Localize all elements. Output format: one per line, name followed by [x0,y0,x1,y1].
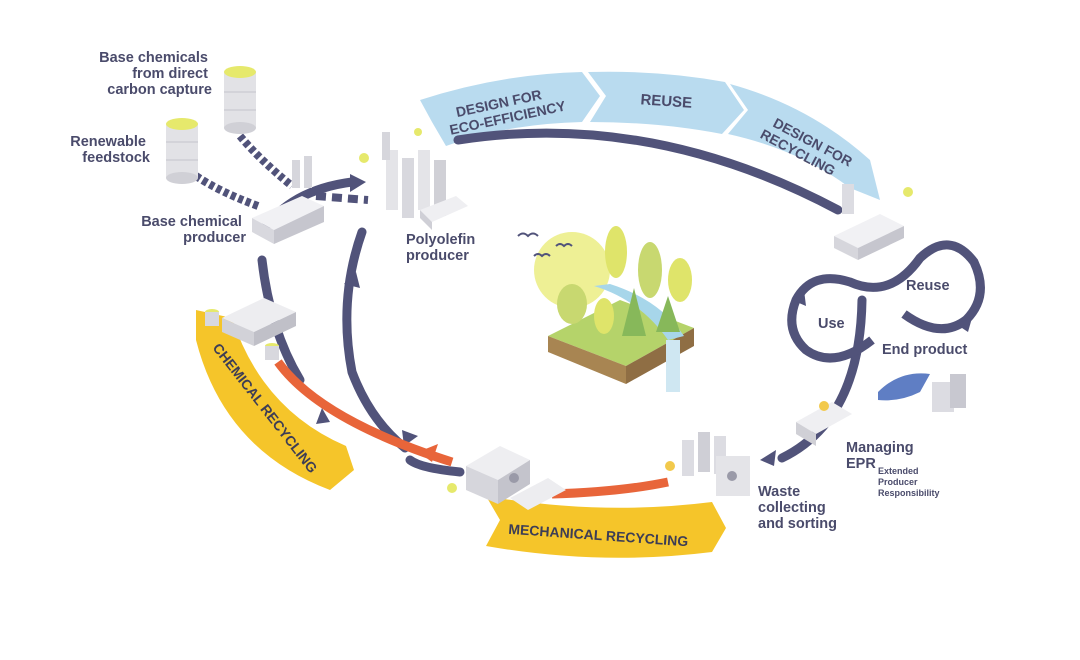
base-chemical-factory-icon [252,156,324,244]
reuse-banner: REUSE [588,71,744,134]
waste-collecting-label: Waste collecting and sorting [758,484,837,532]
renewable-cylinder-icon [166,118,198,184]
dcc-cylinder-icon [224,66,256,134]
reuse-loop-label: Reuse [906,278,950,294]
epr-expansion-label: Extended Producer Responsibility [878,466,940,498]
mechanical-recycling-arrow [551,477,669,499]
mechanical-recycling-plant-icon [447,446,566,510]
reuse-arrowhead [956,318,972,332]
polyolefin-factory-icon [359,128,468,230]
landscape-illustration [517,226,694,392]
managing-epr-label: Managing EPR [846,440,918,472]
reuse-banner-label: REUSE [640,91,693,112]
use-reuse-loop [787,240,985,363]
input-arrows [193,133,369,210]
use-arrowhead [792,290,806,306]
base-chemicals-dcc-label: Base chemicals from direct carbon captur… [99,50,212,98]
base-chemical-producer-label: Base chemical producer [141,214,246,246]
chemical-recycling-plant-icon [205,298,296,360]
renewable-feedstock-label: Renewable feedstock [70,134,151,166]
orange-arrowhead [418,444,438,462]
end-product-items-icon [878,373,966,412]
end-product-factory-icon [834,184,913,260]
design-for-recycling-banner: DESIGN FOR RECYCLING [728,84,880,200]
waste-sorting-icon [665,432,750,496]
epr-truck-icon [796,401,852,446]
mechanical-recycling-banner: MECHANICAL RECYCLING [486,496,726,558]
use-label: Use [818,316,845,332]
end-product-label: End product [882,342,968,358]
polyolefin-producer-label: Polyolefin producer [406,232,479,264]
